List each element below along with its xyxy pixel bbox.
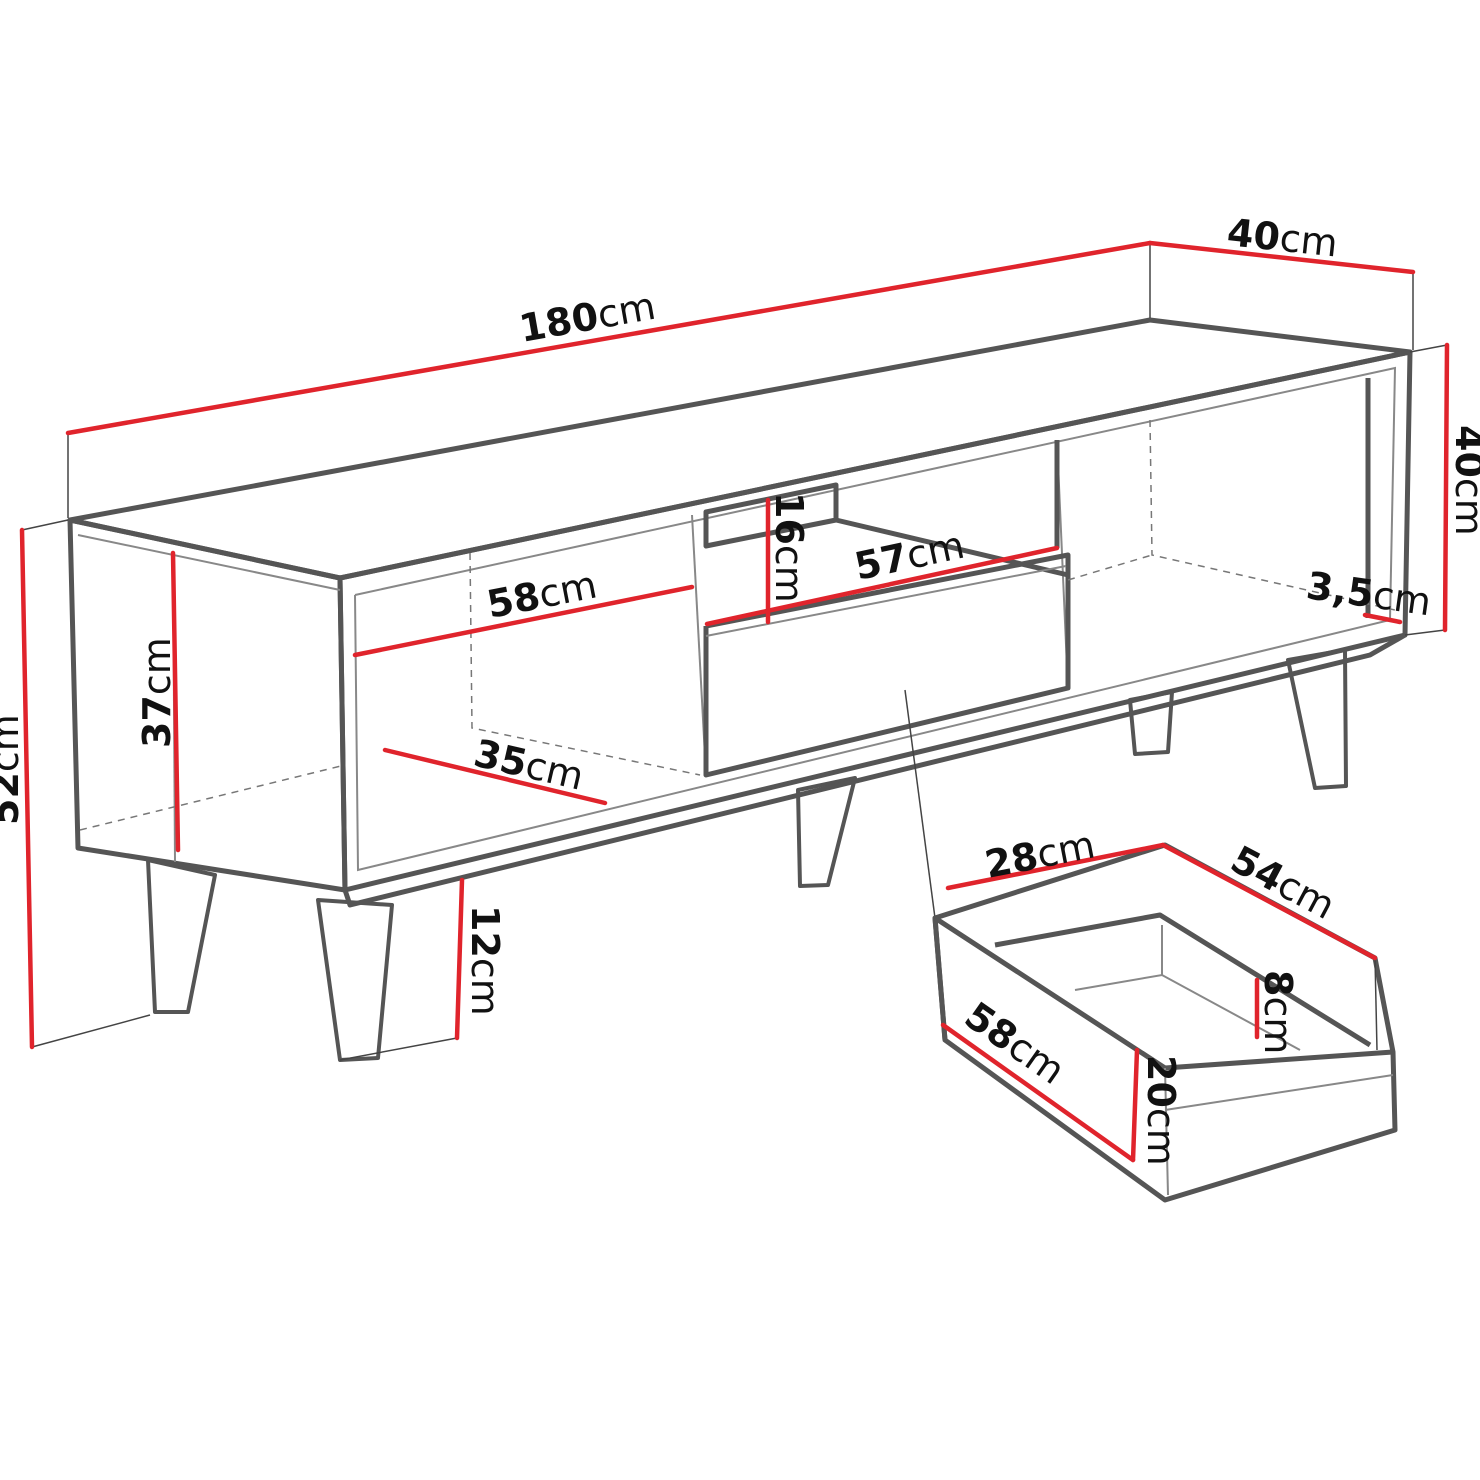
dim-line-12 [454,877,465,1041]
dim-line-drawer-20 [1130,1047,1140,1163]
dim-line-3-5 [1362,612,1403,625]
legs [146,648,1348,1062]
label-58: 58cm [483,562,600,626]
dim-line-58 [352,584,695,658]
label-drawer-28: 28cm [981,822,1098,886]
dim-line-35 [382,747,608,806]
drawer-front-closed [703,552,1071,778]
extension-lines [21,243,1448,1061]
label-3-5: 3,5cm [1304,563,1434,624]
dim-line-drawer-54 [1160,842,1378,961]
label-37: 37cm [135,637,179,748]
cabinet-left-side [67,517,348,893]
label-40-height: 40cm [1447,425,1480,536]
dim-line-180 [65,240,1153,436]
label-57: 57cm [851,523,969,589]
dim-line-drawer-58 [940,1022,1136,1163]
dimension-labels: 180cm 40cm 40cm 52cm 37cm 58cm 16cm 57cm… [0,210,1480,1166]
dim-line-37 [170,550,181,853]
label-drawer-8: 8cm [1256,970,1300,1054]
label-drawer-54: 54cm [1224,837,1342,928]
dim-line-40-depth [1147,240,1416,275]
label-35: 35cm [470,731,588,799]
label-drawer-20: 20cm [1139,1055,1183,1166]
label-16: 16cm [767,492,811,603]
dimension-lines [19,240,1450,1163]
label-180: 180cm [516,284,659,351]
label-12: 12cm [463,905,507,1016]
dim-line-52 [19,527,35,1050]
dim-line-40-height [1442,342,1450,633]
dim-line-57 [704,545,1060,627]
dim-line-drawer-28 [945,842,1166,891]
label-40-depth: 40cm [1225,210,1340,265]
label-52: 52cm [0,714,27,825]
